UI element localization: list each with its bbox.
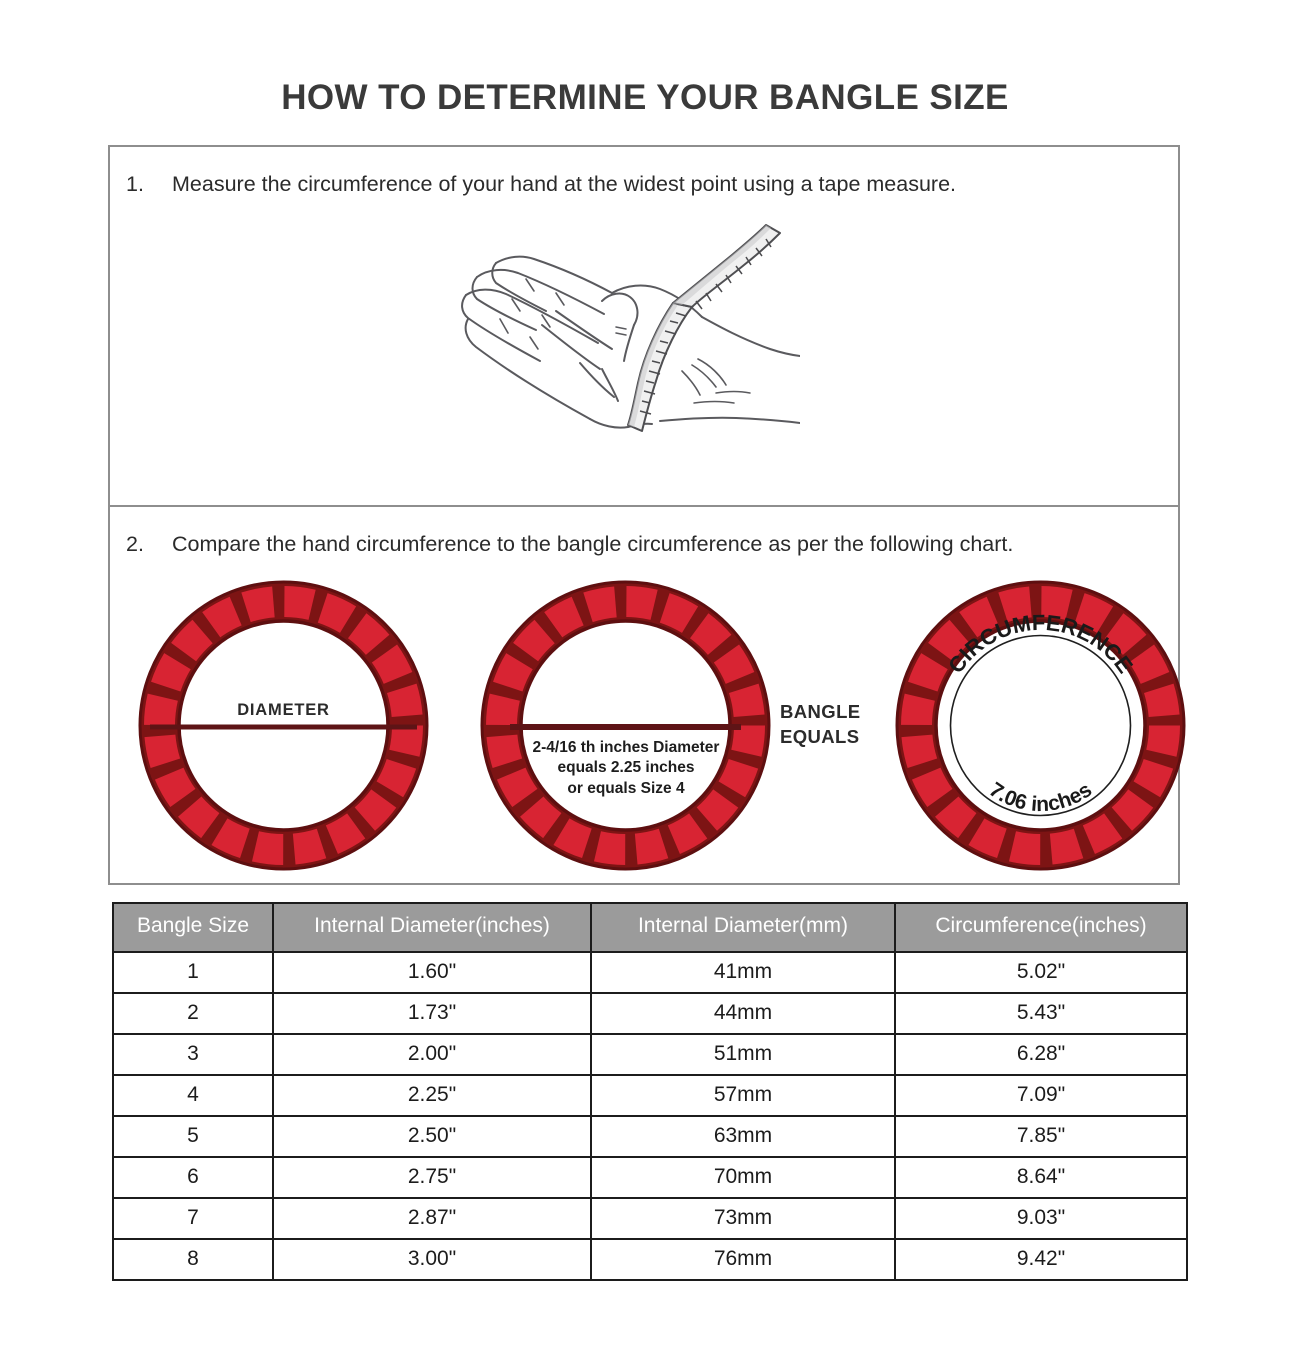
caption-line-2: equals 2.25 inches	[557, 759, 695, 777]
cell-bangle-size: 4	[112, 1074, 274, 1117]
cell-diameter-inches: 1.60"	[272, 951, 592, 994]
cell-diameter-mm: 51mm	[590, 1033, 896, 1076]
cell-bangle-size: 3	[112, 1033, 274, 1076]
table-header-row: Bangle Size Internal Diameter(inches) In…	[112, 902, 1188, 953]
hand-with-tape-measure-icon	[430, 215, 801, 490]
bangles-illustration-row: DIAMETER	[108, 578, 1186, 878]
cell-diameter-mm: 70mm	[590, 1156, 896, 1199]
bangle-equals-line-2: EQUALS	[780, 725, 860, 747]
cell-diameter-mm: 76mm	[590, 1238, 896, 1281]
step-2: 2. Compare the hand circumference to the…	[126, 532, 1013, 557]
table-row: 3 2.00" 51mm 6.28"	[112, 1033, 1188, 1076]
caption-line-1: 2-4/16 th inches Diameter	[532, 739, 720, 756]
cell-bangle-size: 5	[112, 1115, 274, 1158]
cell-bangle-size: 2	[112, 992, 274, 1035]
cell-diameter-mm: 63mm	[590, 1115, 896, 1158]
cell-diameter-inches: 1.73"	[272, 992, 592, 1035]
cell-circumference: 9.03"	[894, 1197, 1188, 1240]
cell-bangle-size: 8	[112, 1238, 274, 1281]
bangle-circumference-figure: CIRCUMFERENCE 7.06 inches	[893, 578, 1188, 873]
diameter-label: DIAMETER	[237, 701, 330, 719]
bangle-size-table: Bangle Size Internal Diameter(inches) In…	[112, 902, 1188, 1281]
cell-diameter-mm: 73mm	[590, 1197, 896, 1240]
bangle-size-example-caption: 2-4/16 th inches Diameter equals 2.25 in…	[486, 738, 766, 799]
cell-circumference: 8.64"	[894, 1156, 1188, 1199]
cell-circumference: 5.43"	[894, 992, 1188, 1035]
table-body: 1 1.60" 41mm 5.02" 2 1.73" 44mm 5.43" 3 …	[112, 951, 1188, 1281]
table-row: 7 2.87" 73mm 9.03"	[112, 1197, 1188, 1240]
table-row: 2 1.73" 44mm 5.43"	[112, 992, 1188, 1035]
table-row: 5 2.50" 63mm 7.85"	[112, 1115, 1188, 1158]
column-header-internal-diameter-inches: Internal Diameter(inches)	[272, 902, 592, 953]
cell-circumference: 6.28"	[894, 1033, 1188, 1076]
column-header-bangle-size: Bangle Size	[112, 902, 274, 953]
step-2-text: Compare the hand circumference to the ba…	[172, 532, 1014, 556]
cell-diameter-inches: 3.00"	[272, 1238, 592, 1281]
cell-bangle-size: 7	[112, 1197, 274, 1240]
svg-text:7.06 inches: 7.06 inches	[985, 778, 1096, 816]
cell-circumference: 7.85"	[894, 1115, 1188, 1158]
cell-diameter-mm: 57mm	[590, 1074, 896, 1117]
column-header-circumference-inches: Circumference(inches)	[894, 902, 1188, 953]
step-1-text: Measure the circumference of your hand a…	[172, 172, 956, 196]
cell-circumference: 9.42"	[894, 1238, 1188, 1281]
cell-bangle-size: 1	[112, 951, 274, 994]
cell-diameter-inches: 2.50"	[272, 1115, 592, 1158]
table-row: 6 2.75" 70mm 8.64"	[112, 1156, 1188, 1199]
cell-diameter-inches: 2.00"	[272, 1033, 592, 1076]
cell-bangle-size: 6	[112, 1156, 274, 1199]
step-2-number: 2.	[126, 532, 144, 556]
bangle-equals-line-1: BANGLE	[780, 701, 861, 722]
bangle-diameter-figure: DIAMETER	[136, 578, 431, 873]
cell-diameter-mm: 41mm	[590, 951, 896, 994]
column-header-internal-diameter-mm: Internal Diameter(mm)	[590, 902, 896, 953]
bangle-equals-label: BANGLE EQUALS	[780, 700, 890, 750]
cell-diameter-inches: 2.87"	[272, 1197, 592, 1240]
step-1-number: 1.	[126, 172, 144, 196]
table-row: 1 1.60" 41mm 5.02"	[112, 951, 1188, 994]
table-row: 4 2.25" 57mm 7.09"	[112, 1074, 1188, 1117]
instructions-box	[108, 145, 1180, 885]
instructions-divider	[108, 505, 1180, 507]
cell-diameter-inches: 2.75"	[272, 1156, 592, 1199]
cell-circumference: 7.09"	[894, 1074, 1188, 1117]
step-1: 1. Measure the circumference of your han…	[126, 172, 956, 197]
page-title: HOW TO DETERMINE YOUR BANGLE SIZE	[281, 78, 1009, 117]
caption-line-3: or equals Size 4	[567, 779, 685, 797]
cell-diameter-mm: 44mm	[590, 992, 896, 1035]
bangle-size-example-figure: 2-4/16 th inches Diameter equals 2.25 in…	[478, 578, 773, 873]
cell-diameter-inches: 2.25"	[272, 1074, 592, 1117]
cell-circumference: 5.02"	[894, 951, 1188, 994]
table-row: 8 3.00" 76mm 9.42"	[112, 1238, 1188, 1281]
